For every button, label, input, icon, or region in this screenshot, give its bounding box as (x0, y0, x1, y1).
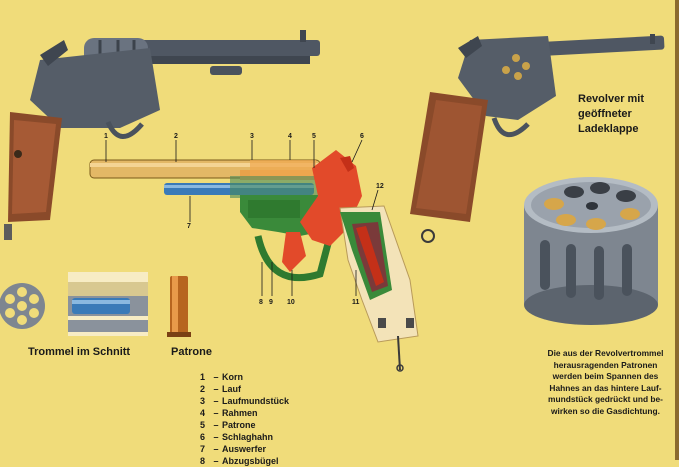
legend-item: 3–Laufmundstück (200, 396, 290, 406)
diagram-number-3: 3 (250, 133, 254, 140)
diagram-number-6: 6 (360, 133, 364, 140)
revolver-opened (410, 34, 665, 243)
page-edge (675, 0, 679, 460)
legend-item: 8–Abzugsbügel (200, 456, 279, 466)
description-line: werden beim Spannen des (552, 371, 659, 382)
diagram-number-12: 12 (376, 183, 384, 190)
cartridge (167, 276, 191, 337)
cylinder-description: Die aus der Revolvertrommel herausragend… (533, 348, 678, 418)
caption-patrone: Patrone (171, 346, 212, 358)
diagram-number-8: 8 (259, 299, 263, 306)
diagram-number-2: 2 (174, 133, 178, 140)
legend-label: Schlaghahn (222, 432, 274, 442)
description-line: mundstück gedrückt und be- (548, 394, 663, 405)
legend-label: Auswerfer (222, 444, 267, 454)
legend-number: 6 (200, 432, 206, 442)
description-line: wirken so die Gasdichtung. (551, 405, 660, 416)
cylinder-section (0, 272, 148, 336)
diagram-number-1: 1 (104, 133, 108, 140)
legend-label: Patrone (222, 420, 256, 430)
diagram-number-9: 9 (269, 299, 273, 306)
cylinder-3d (524, 177, 658, 325)
diagram-number-7: 7 (187, 223, 191, 230)
legend-number: 7 (200, 444, 206, 454)
revolver-side-view (4, 30, 320, 240)
legend-item: 1–Korn (200, 372, 243, 382)
diagram-number-10: 10 (287, 299, 295, 306)
legend-number: 2 (200, 384, 206, 394)
legend-label: Rahmen (222, 408, 258, 418)
description-line: Hahnes an das hintere Lauf- (549, 382, 662, 393)
diagram-number-5: 5 (312, 133, 316, 140)
legend-item: 7–Auswerfer (200, 444, 267, 454)
parts-legend: 1–Korn 2–Lauf 3–Laufmundstück 4–Rahmen 5… (200, 371, 289, 467)
legend-label: Lauf (222, 384, 241, 394)
description-line: herausragenden Patronen (553, 359, 658, 370)
caption-opened-revolver: Revolver mit geöffneter Ladeklappe (578, 92, 678, 137)
caption-opened-line: geöffneter (578, 108, 632, 120)
legend-number: 4 (200, 408, 206, 418)
legend-item: 4–Rahmen (200, 408, 258, 418)
legend-item: 5–Patrone (200, 420, 256, 430)
legend-item: 2–Lauf (200, 384, 241, 394)
revolver-cutaway: 1 2 3 4 5 6 7 8 9 10 11 12 (89, 133, 419, 372)
legend-number: 1 (200, 372, 206, 382)
diagram-number-4: 4 (288, 133, 292, 140)
legend-label: Korn (222, 372, 243, 382)
legend-label: Laufmundstück (222, 396, 290, 406)
caption-opened-line: Ladeklappe (578, 123, 639, 135)
legend-number: 5 (200, 420, 206, 430)
legend-label: Abzugsbügel (222, 456, 279, 466)
legend-number: 8 (200, 456, 206, 466)
caption-trommel: Trommel im Schnitt (28, 346, 131, 358)
caption-opened-line: Revolver mit (578, 93, 645, 105)
legend-item: 6–Schlaghahn (200, 432, 274, 442)
legend-number: 3 (200, 396, 206, 406)
description-line: Die aus der Revolvertrommel (547, 348, 664, 358)
diagram-number-11: 11 (352, 299, 360, 306)
